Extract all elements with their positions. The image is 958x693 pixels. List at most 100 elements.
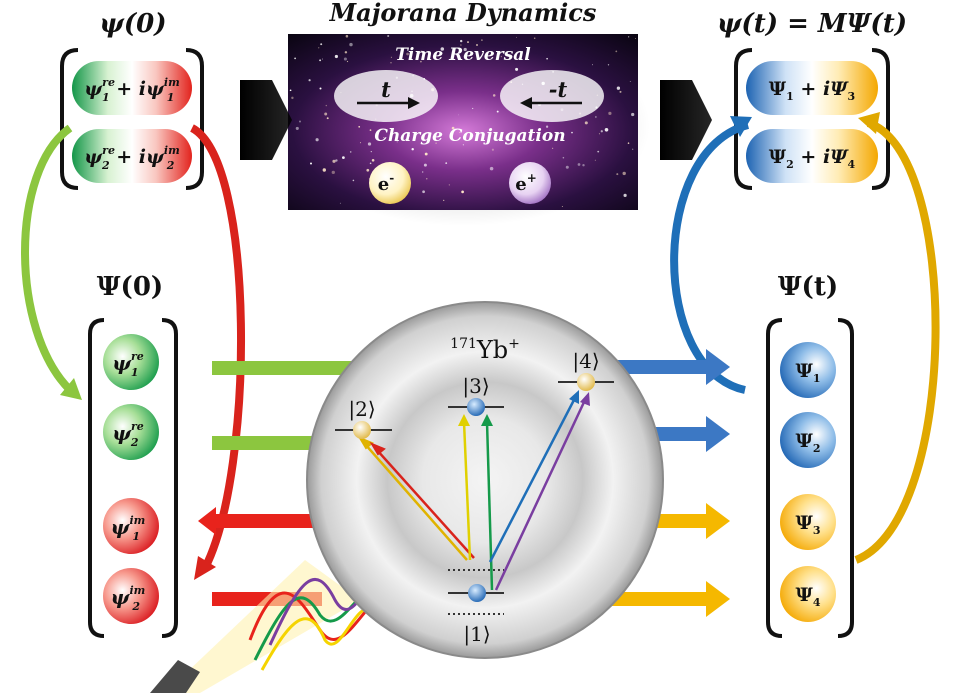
yellow-beam-2-arrowhead: [706, 581, 730, 617]
star: [515, 67, 519, 71]
panel-title: Majorana Dynamics: [329, 0, 597, 27]
psi0-label: ψ(0): [99, 9, 166, 39]
right-block-arrow: [660, 80, 712, 160]
star: [352, 179, 355, 182]
star: [622, 171, 626, 176]
positron-ball: [509, 162, 551, 204]
star: [460, 39, 463, 43]
star: [489, 166, 494, 171]
ytterbium-ion: 171Yb+ |1⟩ |2⟩ |3⟩ |4⟩: [306, 301, 664, 659]
Psi0-left-bracket: [88, 318, 105, 638]
electron-label: e-: [378, 171, 394, 195]
level-1-atom: [468, 584, 486, 602]
star: [420, 50, 423, 53]
positron-sign: +: [527, 171, 537, 185]
Psi0-label: Ψ(0): [97, 272, 163, 302]
forward-time-bubble: [334, 70, 438, 122]
star: [435, 142, 437, 144]
level-1-label: |1⟩: [463, 622, 490, 647]
psit-right-bracket: [871, 48, 890, 190]
star: [627, 142, 630, 144]
star: [342, 156, 345, 159]
yellow-curve-arrowhead: [858, 112, 880, 134]
transition-yellow-3-head: [458, 414, 470, 426]
star: [594, 159, 596, 161]
star: [552, 147, 554, 149]
star: [443, 199, 445, 202]
green-beam-1: [212, 361, 362, 375]
psit-label: ψ(t) = MΨ(t): [717, 9, 907, 39]
Psi0-item-1-ball: [103, 334, 159, 390]
star: [369, 162, 372, 165]
star: [619, 90, 622, 93]
star: [475, 43, 479, 47]
reverse-time-bubble: [500, 70, 604, 122]
star: [616, 86, 621, 90]
psi0-row2-pill: [72, 129, 192, 183]
star: [433, 54, 437, 58]
psi0-right-bracket: [185, 48, 204, 190]
psit-row1-text: Ψ1 + iΨ3: [769, 78, 855, 103]
Psit-vector: Ψ(t) Ψ1 Ψ2 Ψ3 Ψ4: [766, 272, 854, 638]
Psit-item-3: Ψ3: [795, 512, 820, 537]
psit-row2-pill: [746, 129, 878, 183]
Psit-item-2: Ψ2: [795, 430, 820, 455]
star: [367, 142, 372, 146]
green-curve-arrowhead: [60, 378, 82, 400]
red-beam-1-arrowhead: [198, 507, 216, 535]
star: [459, 131, 461, 134]
star: [598, 133, 600, 135]
star: [460, 44, 462, 46]
red-curve-arrowhead: [194, 556, 216, 580]
star: [604, 128, 609, 132]
psi0-row1-pill: [72, 61, 192, 115]
laser-source: [150, 560, 383, 693]
wave-yellow: [260, 607, 373, 671]
ion-label: 171Yb+: [450, 336, 520, 364]
star: [295, 126, 299, 130]
star: [319, 87, 322, 90]
transition-blue-4-head: [569, 390, 579, 404]
star: [422, 171, 424, 173]
star: [562, 156, 565, 159]
star: [383, 137, 385, 139]
star: [608, 111, 612, 116]
Psit-item-3-ball: [780, 494, 836, 550]
star: [408, 134, 410, 137]
left-block-arrow: [240, 80, 292, 160]
star: [629, 81, 631, 82]
psit-row2-text: Ψ2 + iΨ4: [769, 146, 856, 171]
star: [600, 130, 603, 133]
laser-emitter: [150, 660, 200, 693]
star: [545, 125, 549, 128]
star: [615, 50, 618, 53]
star: [426, 178, 428, 180]
Psit-item-1: Ψ1: [795, 360, 820, 385]
star: [546, 57, 548, 60]
ion-sphere: [306, 301, 664, 659]
star: [320, 43, 323, 46]
star: [481, 132, 484, 135]
yellow-beam-2: [600, 592, 710, 606]
backward-arrowhead: [520, 97, 532, 109]
star: [396, 141, 398, 143]
transition-red-2-head: [369, 441, 386, 456]
star: [289, 89, 292, 92]
star: [346, 60, 349, 63]
star: [334, 54, 338, 59]
level-4-atom: [577, 373, 595, 391]
star: [616, 173, 619, 176]
star: [366, 168, 370, 172]
yellow-curve-arrow: [854, 119, 940, 564]
Psit-label: Ψ(t): [778, 272, 838, 302]
transition-yellow-2: [364, 443, 468, 561]
transition-yellow-3: [462, 421, 472, 561]
star: [291, 96, 294, 100]
star: [496, 110, 499, 113]
t-backward-label: -t: [549, 77, 568, 102]
star: [315, 138, 319, 142]
